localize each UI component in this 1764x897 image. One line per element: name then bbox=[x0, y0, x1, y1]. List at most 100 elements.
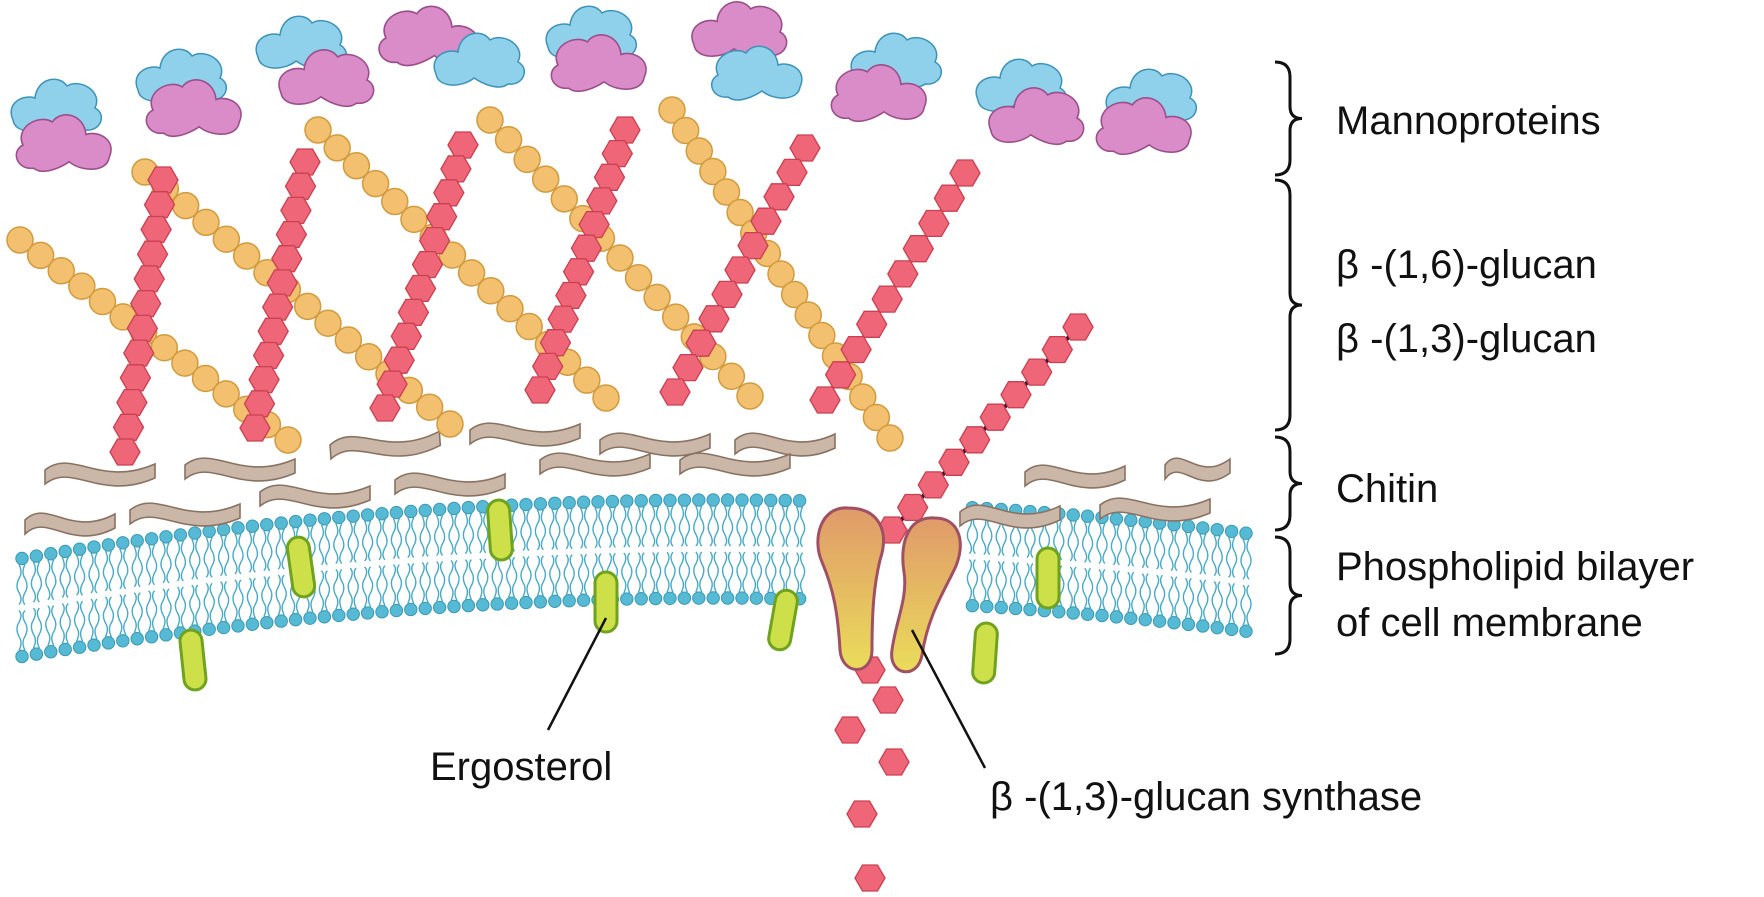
phospholipid-head bbox=[144, 630, 159, 644]
phospholipid-head bbox=[634, 592, 648, 606]
phospholipid-head bbox=[58, 642, 72, 657]
phospholipid-tails bbox=[145, 544, 158, 632]
glucan-bracket bbox=[1274, 178, 1303, 432]
phospholipid-head bbox=[360, 508, 375, 522]
phospholipid-head bbox=[677, 591, 692, 605]
phospholipid-head bbox=[1210, 522, 1224, 537]
phospholipid-tails bbox=[1009, 516, 1022, 603]
phospholipid-head bbox=[778, 493, 792, 508]
phospholipid-head bbox=[231, 619, 245, 633]
phospholipid-head bbox=[476, 598, 490, 612]
phospholipid-head bbox=[202, 622, 216, 637]
bilayer-label-line2: of cell membrane bbox=[1336, 601, 1643, 645]
phospholipid-head bbox=[288, 612, 303, 627]
beta-1-3-glucan-chain-icon bbox=[239, 148, 321, 442]
phospholipid-tails bbox=[1110, 524, 1123, 612]
phospholipid-head bbox=[216, 620, 231, 635]
phospholipid-head bbox=[303, 513, 317, 527]
phospholipid-head bbox=[504, 596, 519, 610]
phospholipid-head bbox=[72, 640, 87, 654]
chitin-fiber-icon bbox=[44, 462, 156, 487]
phospholipid-tails bbox=[275, 528, 287, 616]
phospholipid-head bbox=[159, 628, 173, 642]
mannoproteins-bracket bbox=[1274, 60, 1303, 177]
chitin-fiber-icon bbox=[734, 432, 836, 457]
phospholipid-head bbox=[274, 614, 288, 628]
phospholipid-tails bbox=[1053, 519, 1065, 607]
chitin-fiber-icon bbox=[129, 502, 241, 527]
phospholipid-head bbox=[591, 495, 605, 509]
phospholipid-tails bbox=[477, 512, 489, 600]
chitin-fiber-icon bbox=[329, 430, 442, 461]
phospholipid-tails bbox=[59, 557, 71, 644]
phospholipid-head bbox=[735, 493, 749, 507]
chitin-fiber-icon bbox=[679, 452, 791, 477]
phospholipid-tails bbox=[203, 536, 215, 624]
phospholipid-tails bbox=[563, 508, 575, 596]
phospholipid-head bbox=[1023, 602, 1037, 617]
phospholipid-head bbox=[1224, 524, 1239, 539]
phospholipid-head bbox=[548, 496, 562, 510]
phospholipid-head bbox=[620, 494, 634, 508]
phospholipid-tails bbox=[793, 506, 806, 594]
phospholipid-head bbox=[432, 502, 447, 517]
mannoprotein-blob-icon bbox=[433, 32, 526, 88]
chitin-fiber-icon bbox=[184, 457, 296, 482]
phospholipid-head bbox=[1152, 614, 1167, 628]
phospholipid-tails bbox=[981, 514, 993, 601]
phospholipid-head bbox=[1124, 513, 1138, 527]
chitin-fiber-icon bbox=[599, 432, 711, 457]
phospholipid-head bbox=[87, 638, 101, 652]
ergosterol-capsule-icon bbox=[285, 535, 317, 599]
chitin-fiber-icon bbox=[394, 472, 506, 497]
beta-1-6-glucan-label: β -(1,6)-glucan bbox=[1336, 243, 1597, 287]
phospholipid-tails bbox=[1211, 535, 1223, 622]
synthase-label: β -(1,3)-glucan synthase bbox=[990, 775, 1422, 819]
phospholipid-tails bbox=[1067, 520, 1079, 608]
phospholipid-head bbox=[562, 496, 576, 510]
phospholipid-tails bbox=[1182, 532, 1195, 619]
phospholipid-tails bbox=[448, 514, 460, 601]
glucan-synthase-subunit-left bbox=[816, 506, 885, 671]
phospholipid-head bbox=[404, 504, 418, 519]
phospholipid-head bbox=[245, 519, 260, 533]
mannoprotein-blob-icon bbox=[710, 45, 803, 101]
mannoprotein-blob-icon bbox=[145, 79, 242, 138]
ergosterol-group bbox=[178, 498, 1061, 692]
phospholipid-head bbox=[29, 549, 44, 563]
beta-1-3-glucan-layer bbox=[109, 116, 1094, 892]
mannoprotein-blob-icon bbox=[550, 34, 647, 93]
phospholipid-tails bbox=[405, 517, 417, 604]
phospholipid-tails bbox=[261, 530, 273, 617]
phospholipid-head bbox=[1124, 611, 1138, 625]
phospholipid-head bbox=[418, 601, 432, 616]
phospholipid-tails bbox=[217, 535, 230, 622]
phospholipid-tails bbox=[750, 505, 763, 593]
mannoprotein-blob-icon bbox=[691, 1, 788, 60]
phospholipid-head bbox=[692, 493, 706, 507]
phospholipid-head bbox=[1196, 619, 1210, 633]
mannoproteins-label: Mannoproteins bbox=[1336, 99, 1601, 143]
phospholipid-head bbox=[144, 532, 159, 546]
phospholipid-tails bbox=[45, 559, 57, 647]
phospholipid-head bbox=[15, 551, 29, 566]
phospholipid-head bbox=[188, 526, 202, 540]
glucan-synthase-subunit-right bbox=[890, 516, 962, 674]
phospholipid-head bbox=[389, 603, 404, 618]
phospholipid-tails bbox=[592, 507, 604, 595]
phospholipid-head bbox=[245, 617, 260, 631]
phospholipid-tails bbox=[1125, 525, 1137, 613]
phospholipid-head bbox=[792, 494, 807, 508]
phospholipid-head bbox=[533, 595, 548, 609]
phospholipid-head bbox=[720, 493, 735, 507]
glucan-synthase-group bbox=[816, 506, 962, 674]
mannoprotein-blob-icon bbox=[830, 64, 927, 123]
phospholipid-tails bbox=[1096, 523, 1108, 610]
phospholipid-head bbox=[1210, 620, 1224, 635]
bilayer-label-line1: Phospholipid bilayer bbox=[1336, 545, 1694, 589]
phospholipid-head bbox=[317, 512, 332, 526]
phospholipid-head bbox=[260, 517, 274, 532]
phospholipid-tails bbox=[189, 538, 201, 626]
ergosterol-capsule-icon bbox=[486, 498, 514, 562]
phospholipid-head bbox=[346, 509, 360, 523]
